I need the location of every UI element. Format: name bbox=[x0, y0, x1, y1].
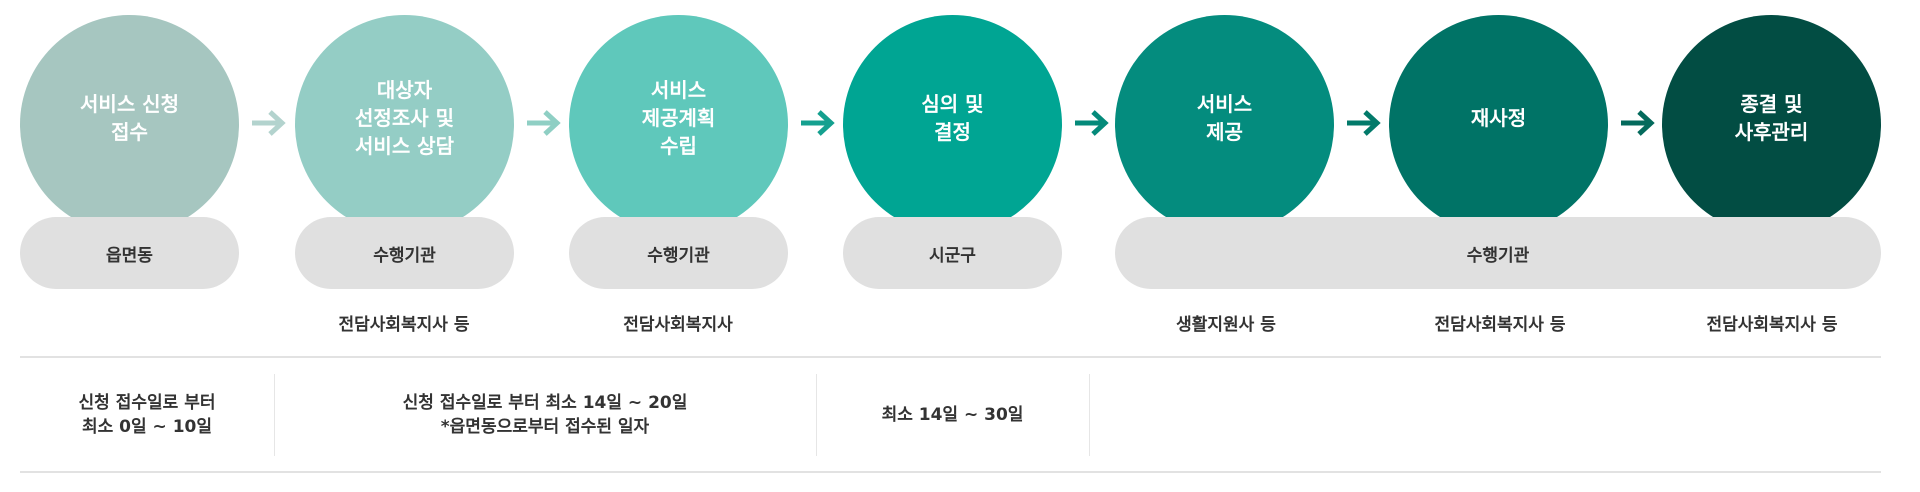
column-divider bbox=[274, 374, 275, 456]
step-circle: 서비스 제공계획 수립 bbox=[569, 15, 788, 234]
arrow-right-icon bbox=[525, 108, 561, 138]
duration-line: 신청 접수일로 부터 bbox=[78, 393, 216, 413]
step-label: 서비스 제공 bbox=[1196, 91, 1253, 144]
step-label: 재사정 bbox=[1470, 105, 1527, 130]
staff-label: 전담사회복지사 등 bbox=[1434, 315, 1566, 335]
agency-label: 읍면동 bbox=[106, 245, 153, 266]
step-label: 종결 및 사후관리 bbox=[1734, 91, 1809, 144]
duration-line: 최소 14일 ~ 30일 bbox=[881, 405, 1024, 425]
agency-pill-sigungu: 시군구 bbox=[843, 217, 1062, 289]
step-circle: 서비스 신청 접수 bbox=[20, 15, 239, 234]
duration-line: 최소 0일 ~ 10일 bbox=[81, 417, 213, 437]
duration-cell-1: 신청 접수일로 부터 최소 0일 ~ 10일 bbox=[20, 374, 274, 456]
agency-pill-eupmyeondong: 읍면동 bbox=[20, 217, 239, 289]
arrow-right-icon bbox=[1345, 108, 1381, 138]
step-label: 서비스 신청 접수 bbox=[80, 91, 179, 144]
duration-cell-2: 신청 접수일로 부터 최소 14일 ~ 20일 *읍면동으로부터 접수된 일자 bbox=[274, 374, 816, 456]
step-circle: 심의 및 결정 bbox=[843, 15, 1062, 234]
step-circle: 서비스 제공 bbox=[1115, 15, 1334, 234]
staff-label: 전담사회복지사 등 bbox=[338, 315, 470, 335]
column-divider bbox=[1089, 374, 1090, 456]
step-label: 심의 및 결정 bbox=[921, 91, 984, 144]
divider-top bbox=[20, 356, 1881, 358]
arrow-right-icon bbox=[1073, 108, 1109, 138]
step-label: 대상자 선정조사 및 서비스 상담 bbox=[355, 77, 454, 158]
agency-pill-provider-1: 수행기관 bbox=[295, 217, 514, 289]
agency-label: 수행기관 bbox=[373, 245, 436, 266]
arrow-right-icon bbox=[250, 108, 286, 138]
step-circle: 종결 및 사후관리 bbox=[1662, 15, 1881, 234]
agency-pill-provider-3: 수행기관 bbox=[1115, 217, 1881, 289]
arrow-right-icon bbox=[799, 108, 835, 138]
agency-label: 수행기관 bbox=[647, 245, 710, 266]
divider-bottom bbox=[20, 471, 1881, 473]
duration-line: 신청 접수일로 부터 최소 14일 ~ 20일 bbox=[402, 393, 688, 413]
step-circle: 재사정 bbox=[1389, 15, 1608, 234]
agency-label: 시군구 bbox=[929, 245, 976, 266]
agency-pill-provider-2: 수행기관 bbox=[569, 217, 788, 289]
column-divider bbox=[816, 374, 817, 456]
step-label: 서비스 제공계획 수립 bbox=[641, 77, 716, 158]
duration-line: *읍면동으로부터 접수된 일자 bbox=[440, 417, 650, 437]
staff-label: 전담사회복지사 등 bbox=[1706, 315, 1838, 335]
step-circle: 대상자 선정조사 및 서비스 상담 bbox=[295, 15, 514, 234]
staff-label: 생활지원사 등 bbox=[1176, 315, 1276, 335]
staff-label: 전담사회복지사 bbox=[623, 315, 733, 335]
duration-cell-3: 최소 14일 ~ 30일 bbox=[816, 374, 1089, 456]
arrow-right-icon bbox=[1619, 108, 1655, 138]
agency-label: 수행기관 bbox=[1466, 245, 1530, 266]
